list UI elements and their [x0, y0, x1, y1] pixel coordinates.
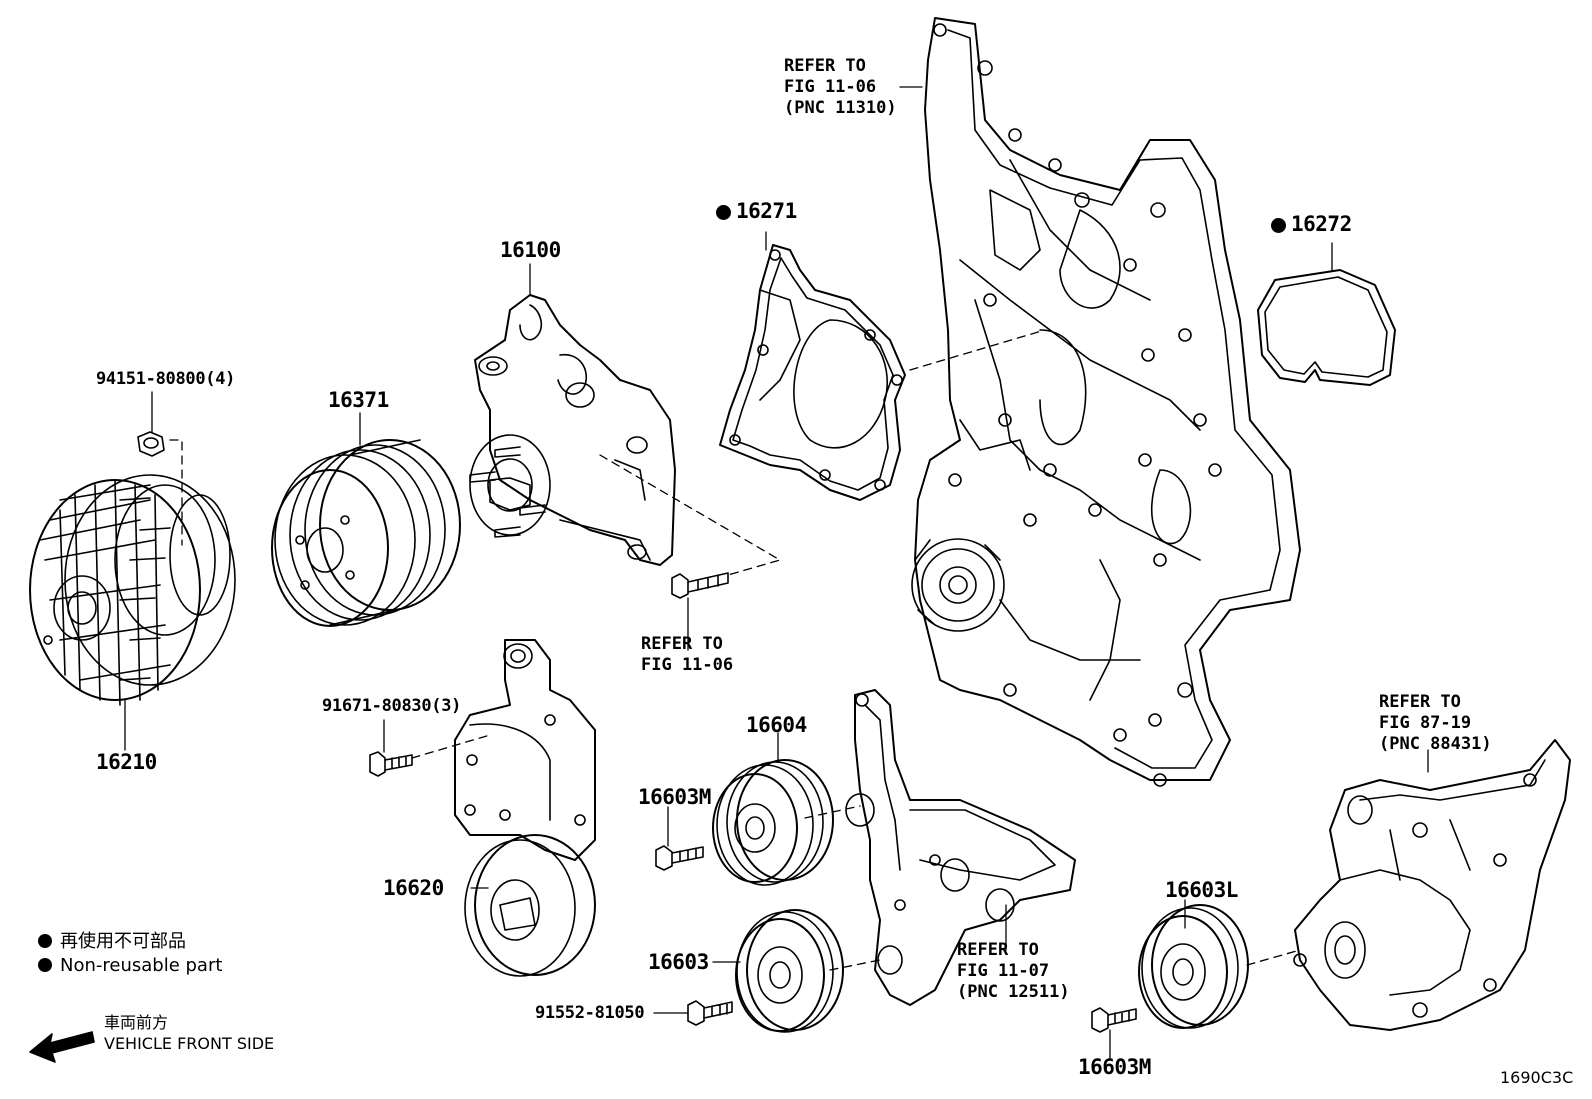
water-pump-16100-drawing: [469, 294, 676, 566]
part-94151-label: 94151-80800(4): [96, 369, 236, 389]
legend-jp: 再使用不可部品: [38, 933, 186, 951]
non-reusable-marker: [1271, 218, 1286, 233]
pulley-16371-drawing: [271, 439, 461, 627]
bullet-icon: [38, 934, 52, 948]
ref-fig-11-06-top: REFER TO FIG 11-06 (PNC 11310): [784, 56, 897, 119]
part-16603M-label: 16603M: [638, 785, 711, 809]
part-16603-label: 16603: [648, 950, 709, 974]
part-91671-label: 91671-80830(3): [322, 696, 462, 716]
bolt-16603M-b-drawing: [1091, 1007, 1137, 1033]
bracket-right-drawing: [1293, 739, 1571, 1031]
ref-line: FIG 11-06: [641, 655, 734, 675]
non-reusable-marker: [716, 205, 731, 220]
ref-line: REFER TO: [957, 940, 1039, 960]
ref-line: (PNC 88431): [1379, 734, 1492, 754]
part-16272-label: 16272: [1291, 212, 1352, 236]
part-91552-label: 91552-81050: [535, 1003, 645, 1023]
ref-line: FIG 11-07: [957, 961, 1050, 981]
bullet-icon: [38, 958, 52, 972]
part-16604-label: 16604: [746, 713, 807, 737]
dashed-lines: [169, 329, 1301, 971]
part-16620-label: 16620: [383, 876, 444, 900]
leader-lines: [124, 86, 1429, 1061]
nut-94151-drawing: [137, 431, 165, 457]
idler-16603L-drawing: [1138, 904, 1249, 1029]
ref-line: REFER TO: [641, 634, 723, 654]
part-16210-label: 16210: [96, 750, 157, 774]
bolt-16603M-a-drawing: [655, 845, 704, 871]
part-16603M-b-label: 16603M: [1078, 1055, 1151, 1079]
ref-line: FIG 87-19: [1379, 713, 1472, 733]
bolt-ref-1106-drawing: [671, 572, 729, 599]
ref-line: (PNC 11310): [784, 98, 897, 118]
front-side-jp: 車両前方: [104, 1013, 169, 1032]
timing-cover-drawing: [911, 17, 1301, 787]
gasket-16272-drawing: [1257, 269, 1396, 386]
part-16603L-label: 16603L: [1165, 878, 1238, 902]
gasket-16271-drawing: [719, 244, 906, 501]
ref-line: FIG 11-06: [784, 77, 877, 97]
ref-fig-87-19: REFER TO FIG 87-19 (PNC 88431): [1379, 692, 1492, 755]
legend-en: Non-reusable part: [38, 957, 222, 975]
figure-id: 1690C3C: [1500, 1068, 1574, 1087]
bolt-91671-drawing: [369, 751, 413, 777]
legend-jp-text: 再使用不可部品: [60, 931, 186, 952]
ref-fig-11-07: REFER TO FIG 11-07 (PNC 12511): [957, 940, 1070, 1003]
part-16100-label: 16100: [500, 238, 561, 262]
ref-line: (PNC 12511): [957, 982, 1070, 1002]
ref-line: REFER TO: [1379, 692, 1461, 712]
part-16271-label: 16271: [736, 199, 797, 223]
idler-16604-drawing: [712, 759, 834, 886]
front-arrow-icon: [29, 1031, 95, 1063]
idler-16603-drawing: [735, 909, 844, 1033]
fan-clutch-16210-drawing: [29, 474, 236, 706]
ref-fig-11-06-mid: REFER TO FIG 11-06: [641, 634, 733, 676]
ref-line: REFER TO: [784, 56, 866, 76]
tensioner-16620-drawing: [454, 639, 596, 977]
part-16371-label: 16371: [328, 388, 389, 412]
bolt-91552-drawing: [687, 1000, 733, 1026]
front-side-en: VEHICLE FRONT SIDE: [104, 1034, 275, 1053]
legend-en-text: Non-reusable part: [60, 955, 223, 976]
